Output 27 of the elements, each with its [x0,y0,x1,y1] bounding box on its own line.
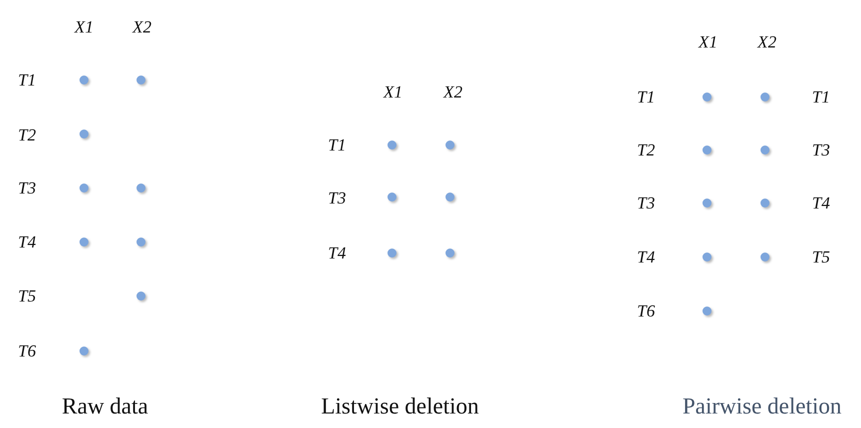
row-column-label: X2 [758,34,776,50]
row-column-label: T1 [812,88,830,106]
row-column-label: T4 [328,244,346,262]
row-column-label: T3 [637,194,655,212]
row-column-label: X2 [132,18,152,36]
row-column-label: T5 [18,288,36,304]
row-column-label: T3 [18,180,36,196]
row-column-label: X1 [74,18,94,36]
panel-caption: Pairwise deletion [682,394,842,418]
row-column-label: T6 [637,302,655,320]
row-column-label: T3 [812,142,830,158]
row-column-label: T6 [18,342,36,360]
row-column-label: X2 [444,84,462,100]
row-column-label: T4 [637,248,655,266]
row-column-label: X1 [384,84,402,100]
row-column-label: T1 [637,88,655,106]
row-column-label: T2 [18,126,36,144]
panel-caption: Listwise deletion [321,394,479,418]
row-column-label: T2 [637,142,655,158]
row-column-label: X1 [698,34,718,50]
row-column-label: T4 [18,234,36,250]
row-column-label: T3 [328,190,346,206]
row-column-label: T1 [18,72,36,88]
row-column-label: T4 [812,194,830,212]
row-column-label: T5 [812,248,830,266]
panel-caption: Raw data [62,394,148,418]
row-column-label: T1 [328,136,346,154]
